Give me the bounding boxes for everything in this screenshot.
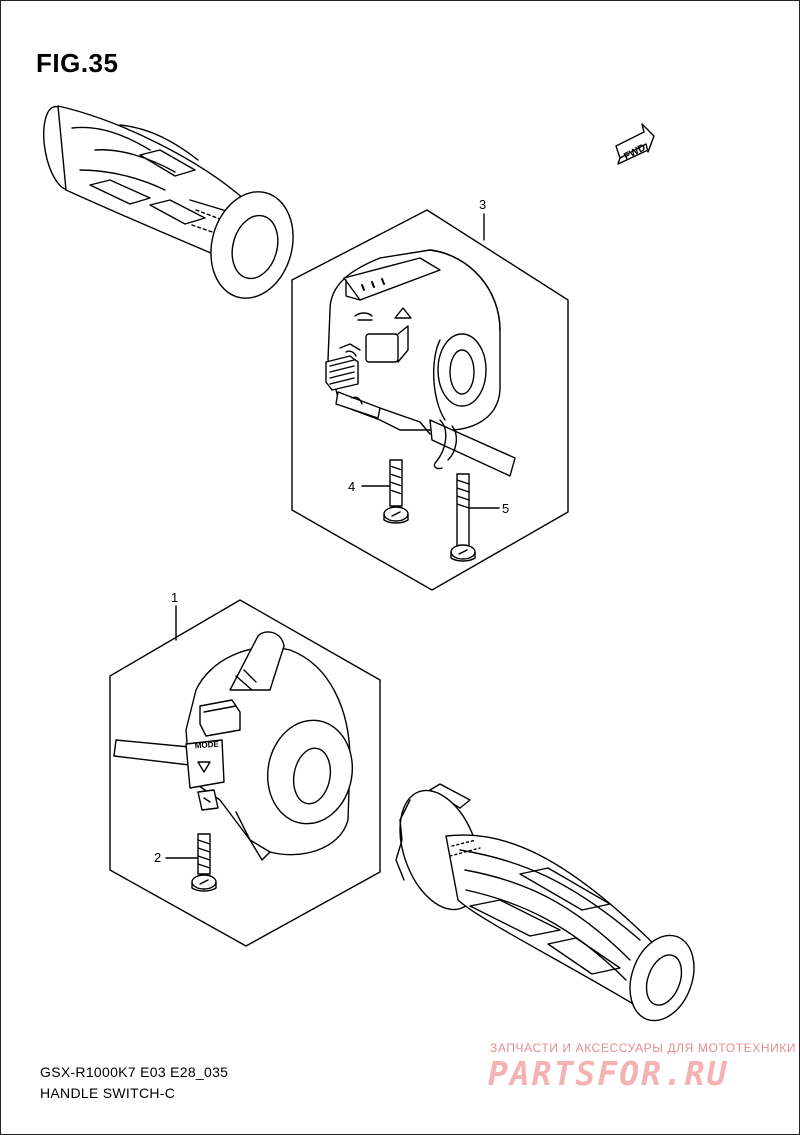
left-grip-upper — [43, 105, 294, 299]
assembly-frame-3 — [291, 209, 569, 591]
fwd-arrow-icon — [615, 123, 655, 165]
model-code: GSX-R1000K7 E03 E28_035 — [40, 1064, 229, 1080]
right-handle-switch — [325, 249, 516, 477]
callout-5: 5 — [502, 501, 510, 516]
figure-title: FIG.35 — [36, 48, 119, 78]
callout-3: 3 — [479, 197, 487, 212]
callout-2: 2 — [154, 850, 162, 865]
callout-4: 4 — [348, 479, 356, 494]
left-handle-switch — [113, 631, 354, 861]
watermark-tagline: ЗАПЧАСТИ И АКСЕССУАРЫ ДЛЯ МОТОТЕХНИКИ — [490, 1041, 797, 1055]
assembly-frame-1 — [109, 599, 381, 947]
mode-label: MODE — [195, 740, 220, 751]
screw-5 — [450, 473, 476, 562]
right-grip-lower — [395, 783, 695, 1022]
diagram-title: HANDLE SWITCH-C — [40, 1085, 176, 1101]
screw-2 — [191, 833, 217, 892]
watermark-logo: PARTSFOR.RU — [488, 1054, 729, 1093]
callout-1: 1 — [171, 590, 179, 605]
screw-4 — [383, 459, 409, 524]
